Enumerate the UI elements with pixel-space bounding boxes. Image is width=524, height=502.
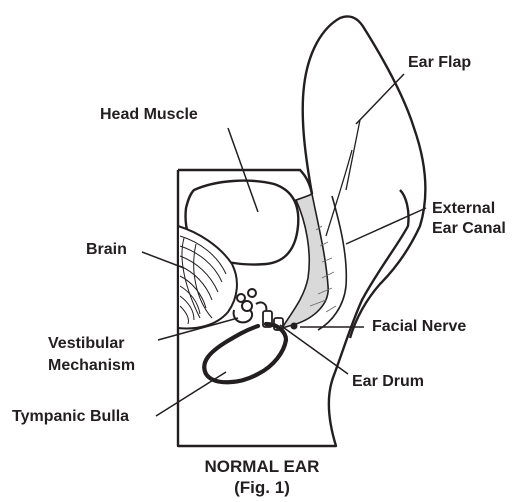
tympanic-bulla [204,324,286,382]
figure-caption-number: (Fig. 1) [0,477,524,498]
facial-nerve-dot [291,323,298,330]
label-facial-nerve: Facial Nerve [372,317,466,337]
label-brain: Brain [86,240,127,260]
ear-flap-fold [326,120,360,236]
label-external-line1: External [432,199,495,219]
label-ear-flap: Ear Flap [408,53,471,73]
figure-caption-title: NORMAL EAR [0,456,524,477]
vestibular-mechanism [234,289,267,322]
label-vestibular-line1: Vestibular [48,334,124,354]
label-tympanic-bulla: Tympanic Bulla [12,407,129,427]
label-head-muscle: Head Muscle [100,105,198,125]
label-ear-canal-line2: Ear Canal [432,219,506,239]
label-ear-drum: Ear Drum [352,372,424,392]
label-mechanism-line2: Mechanism [48,356,135,376]
leader-ear-flap [356,74,404,124]
leader-tympanic-bulla [156,372,226,416]
leader-ear-drum [280,325,348,374]
